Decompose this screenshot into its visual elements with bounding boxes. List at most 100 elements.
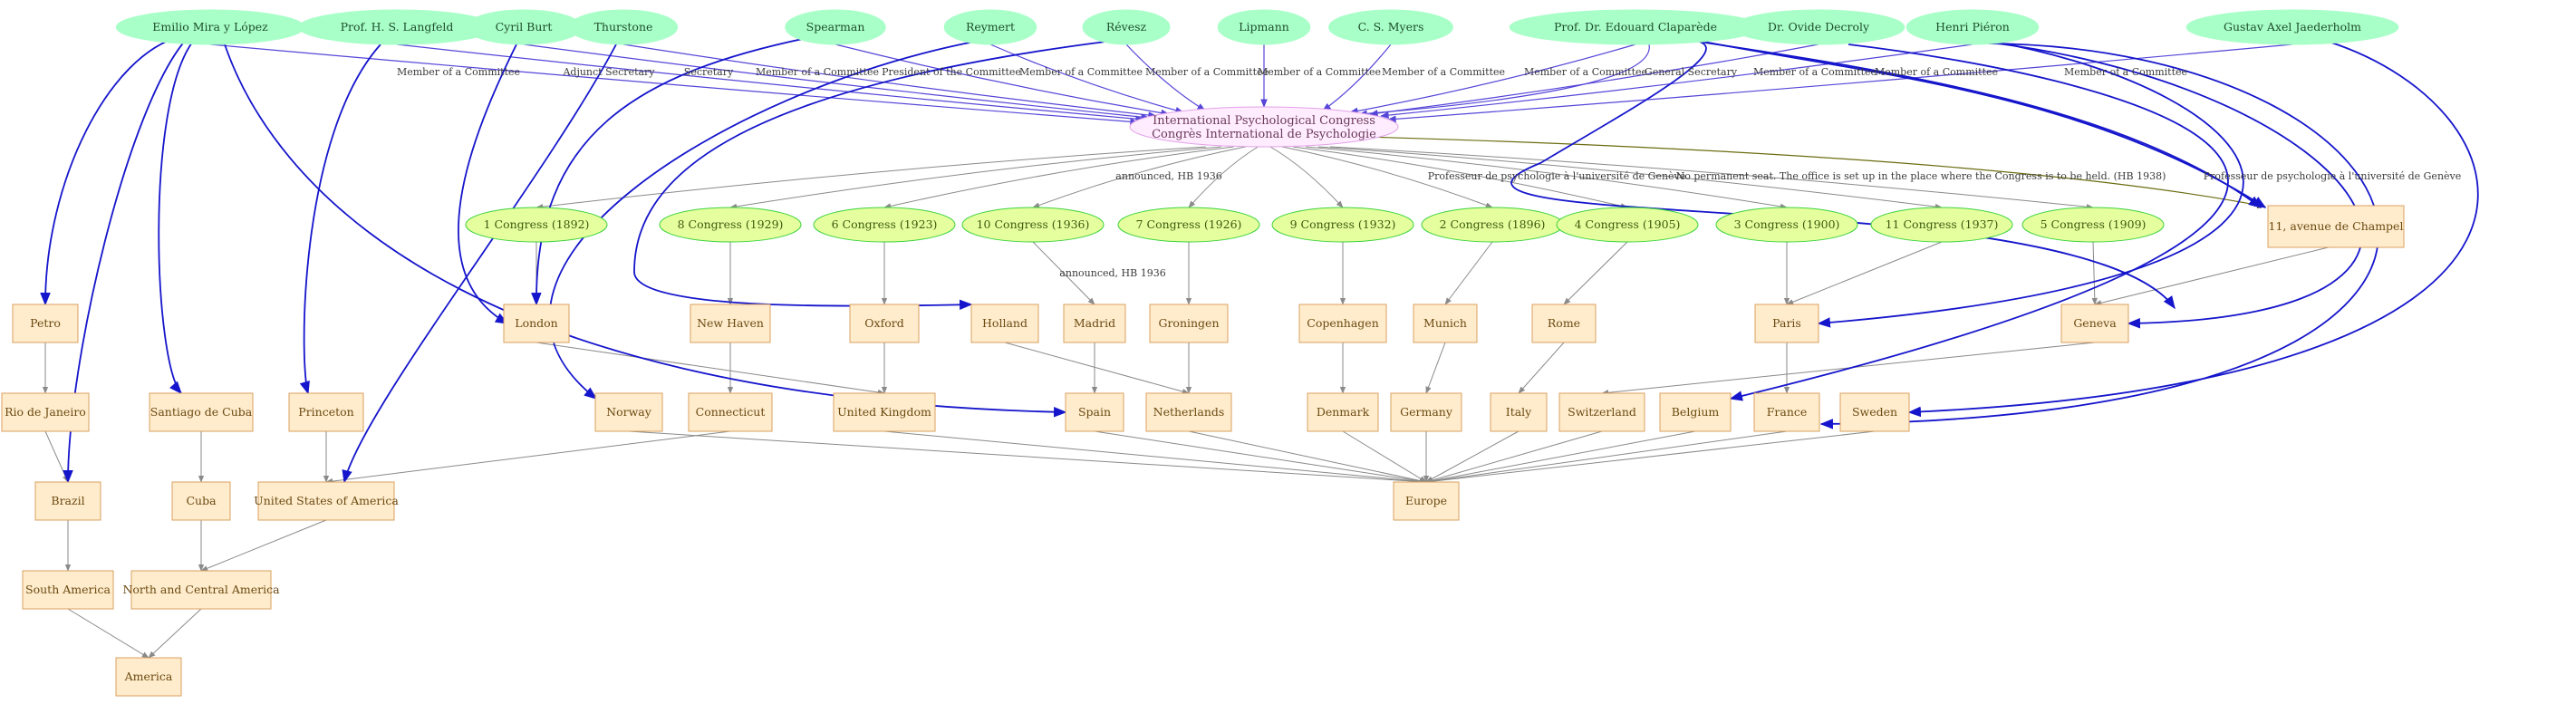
edge-denmark-europe (1342, 430, 1427, 483)
node-geneva[interactable]: Geneva (2060, 304, 2129, 343)
bio-edge-pieron-14 (1997, 43, 2363, 329)
node-spearman[interactable]: Spearman (785, 9, 886, 45)
node-connecticut[interactable]: Connecticut (688, 392, 773, 432)
node-burt[interactable]: Cyril Burt (465, 9, 583, 45)
node-label-sweden: Sweden (1852, 405, 1897, 419)
node-champel[interactable]: 11, avenue de Champel (2267, 205, 2405, 248)
node-label-rio: Rio de Janeiro (5, 405, 86, 419)
edge-label-lipmann: Member of a Committee (1258, 66, 1381, 78)
node-c1[interactable]: 1 Congress (1892) (465, 207, 608, 243)
node-label-copenhagen: Copenhagen (1307, 316, 1379, 330)
node-label-reymert: Reymert (966, 20, 1015, 34)
edge-ipc-c8 (729, 146, 1221, 210)
node-france[interactable]: France (1753, 392, 1820, 432)
edge-nca-america (148, 608, 202, 659)
node-mira[interactable]: Emilio Mira y López (115, 9, 305, 45)
node-label-belgium: Belgium (1672, 405, 1720, 419)
bio-edge-claparede-10 (1510, 39, 2176, 310)
node-label-c6: 6 Congress (1923) (832, 217, 938, 231)
node-langfeld[interactable]: Prof. H. S. Langfeld (298, 9, 496, 45)
bio-edge-decroly-15 (1729, 43, 2229, 401)
node-label-c10: 10 Congress (1936) (977, 217, 1090, 231)
node-santiago[interactable]: Santiago de Cuba (149, 392, 254, 432)
edge-spearman-ipc (835, 43, 1170, 117)
node-label-nca: North and Central America (122, 583, 280, 596)
edge-uk-europe (883, 430, 1427, 485)
edge-label-spearman: President of the Committee (882, 66, 1021, 78)
node-c3[interactable]: 3 Congress (1900) (1715, 207, 1858, 243)
node-petro[interactable]: Petro (12, 304, 79, 343)
node-spain[interactable]: Spain (1065, 392, 1124, 432)
node-newhaven[interactable]: New Haven (690, 304, 771, 343)
node-myers[interactable]: C. S. Myers (1328, 9, 1453, 45)
edge-revesz-ipc (1125, 43, 1206, 111)
node-c6[interactable]: 6 Congress (1923) (813, 207, 956, 243)
node-label-france: France (1767, 405, 1808, 419)
node-c2[interactable]: 2 Congress (1896) (1421, 207, 1564, 243)
node-oxford[interactable]: Oxford (849, 304, 920, 343)
node-lipmann[interactable]: Lipmann (1217, 9, 1311, 45)
node-decroly[interactable]: Dr. Ovide Decroly (1732, 9, 1905, 45)
edge-label-burt: Secretary (684, 66, 734, 78)
edge-southamerica-america (67, 608, 150, 659)
node-label-groningen: Groningen (1158, 316, 1219, 330)
node-label-london: London (515, 316, 557, 330)
node-c4[interactable]: 4 Congress (1905) (1556, 207, 1699, 243)
node-revesz[interactable]: Révesz (1082, 9, 1171, 45)
node-brazil[interactable]: Brazil (34, 481, 101, 521)
node-reymert[interactable]: Reymert (943, 9, 1037, 45)
node-pieron[interactable]: Henri Piéron (1905, 9, 2040, 45)
node-paris[interactable]: Paris (1754, 304, 1819, 343)
node-madrid[interactable]: Madrid (1063, 304, 1126, 343)
node-london[interactable]: London (503, 304, 570, 343)
node-jaederholm[interactable]: Gustav Axel Jaederholm (2185, 9, 2399, 45)
node-norway[interactable]: Norway (594, 392, 663, 432)
node-groningen[interactable]: Groningen (1149, 304, 1229, 343)
node-princeton[interactable]: Princeton (288, 392, 364, 432)
node-thurstone[interactable]: Thurstone (568, 9, 679, 45)
node-cuba[interactable]: Cuba (171, 481, 231, 521)
node-munich[interactable]: Munich (1413, 304, 1478, 343)
node-usa[interactable]: United States of America (254, 481, 399, 521)
node-netherlands[interactable]: Netherlands (1145, 392, 1232, 432)
node-c9[interactable]: 9 Congress (1932) (1271, 207, 1414, 243)
node-c8[interactable]: 8 Congress (1929) (659, 207, 802, 243)
edge-ipc-c10 (1032, 146, 1246, 208)
node-label-germany: Germany (1400, 405, 1453, 419)
bio-edge-langfeld-4 (299, 43, 381, 395)
node-c7[interactable]: 7 Congress (1926) (1117, 207, 1260, 243)
node-copenhagen[interactable]: Copenhagen (1298, 304, 1387, 343)
node-uk[interactable]: United Kingdom (833, 392, 936, 432)
edge-pieron-ipc (1380, 43, 1973, 119)
node-america[interactable]: America (115, 657, 182, 697)
node-southamerica[interactable]: South America (22, 570, 114, 610)
node-label-italy: Italy (1506, 405, 1532, 419)
node-rome[interactable]: Rome (1531, 304, 1597, 343)
edge-c11-paris (1786, 241, 1943, 305)
node-sweden[interactable]: Sweden (1839, 392, 1910, 432)
node-c5[interactable]: 5 Congress (1909) (2021, 207, 2165, 243)
node-label-c7: 7 Congress (1926) (1136, 217, 1242, 231)
bio-edge-burt-5 (458, 43, 517, 324)
node-holland[interactable]: Holland (970, 304, 1039, 343)
edge-c2-munich (1444, 241, 1493, 305)
node-europe[interactable]: Europe (1393, 481, 1460, 521)
node-c10[interactable]: 10 Congress (1936) (961, 207, 1105, 243)
edge-decroly-ipc (1369, 43, 1819, 117)
node-rio[interactable]: Rio de Janeiro (1, 392, 90, 432)
node-ipc[interactable]: International Psychological CongressCong… (1129, 106, 1399, 148)
node-label-burt: Cyril Burt (496, 20, 553, 34)
node-germany[interactable]: Germany (1390, 392, 1462, 432)
node-nca[interactable]: North and Central America (122, 570, 280, 610)
edge-label-pieron: Member of a Committee (1875, 66, 1998, 78)
node-denmark[interactable]: Denmark (1307, 392, 1379, 432)
node-label-madrid: Madrid (1074, 316, 1115, 330)
node-italy[interactable]: Italy (1490, 392, 1548, 432)
edge-sweden-europe (1425, 430, 1876, 485)
edge-label-mira: Member of a Committee (397, 66, 520, 78)
node-claparede[interactable]: Prof. Dr. Edouard Claparède (1509, 9, 1762, 45)
node-belgium[interactable]: Belgium (1659, 392, 1732, 432)
node-switzerland[interactable]: Switzerland (1558, 392, 1645, 432)
node-c11[interactable]: 11 Congress (1937) (1870, 207, 2013, 243)
edge-france-europe (1425, 430, 1788, 485)
